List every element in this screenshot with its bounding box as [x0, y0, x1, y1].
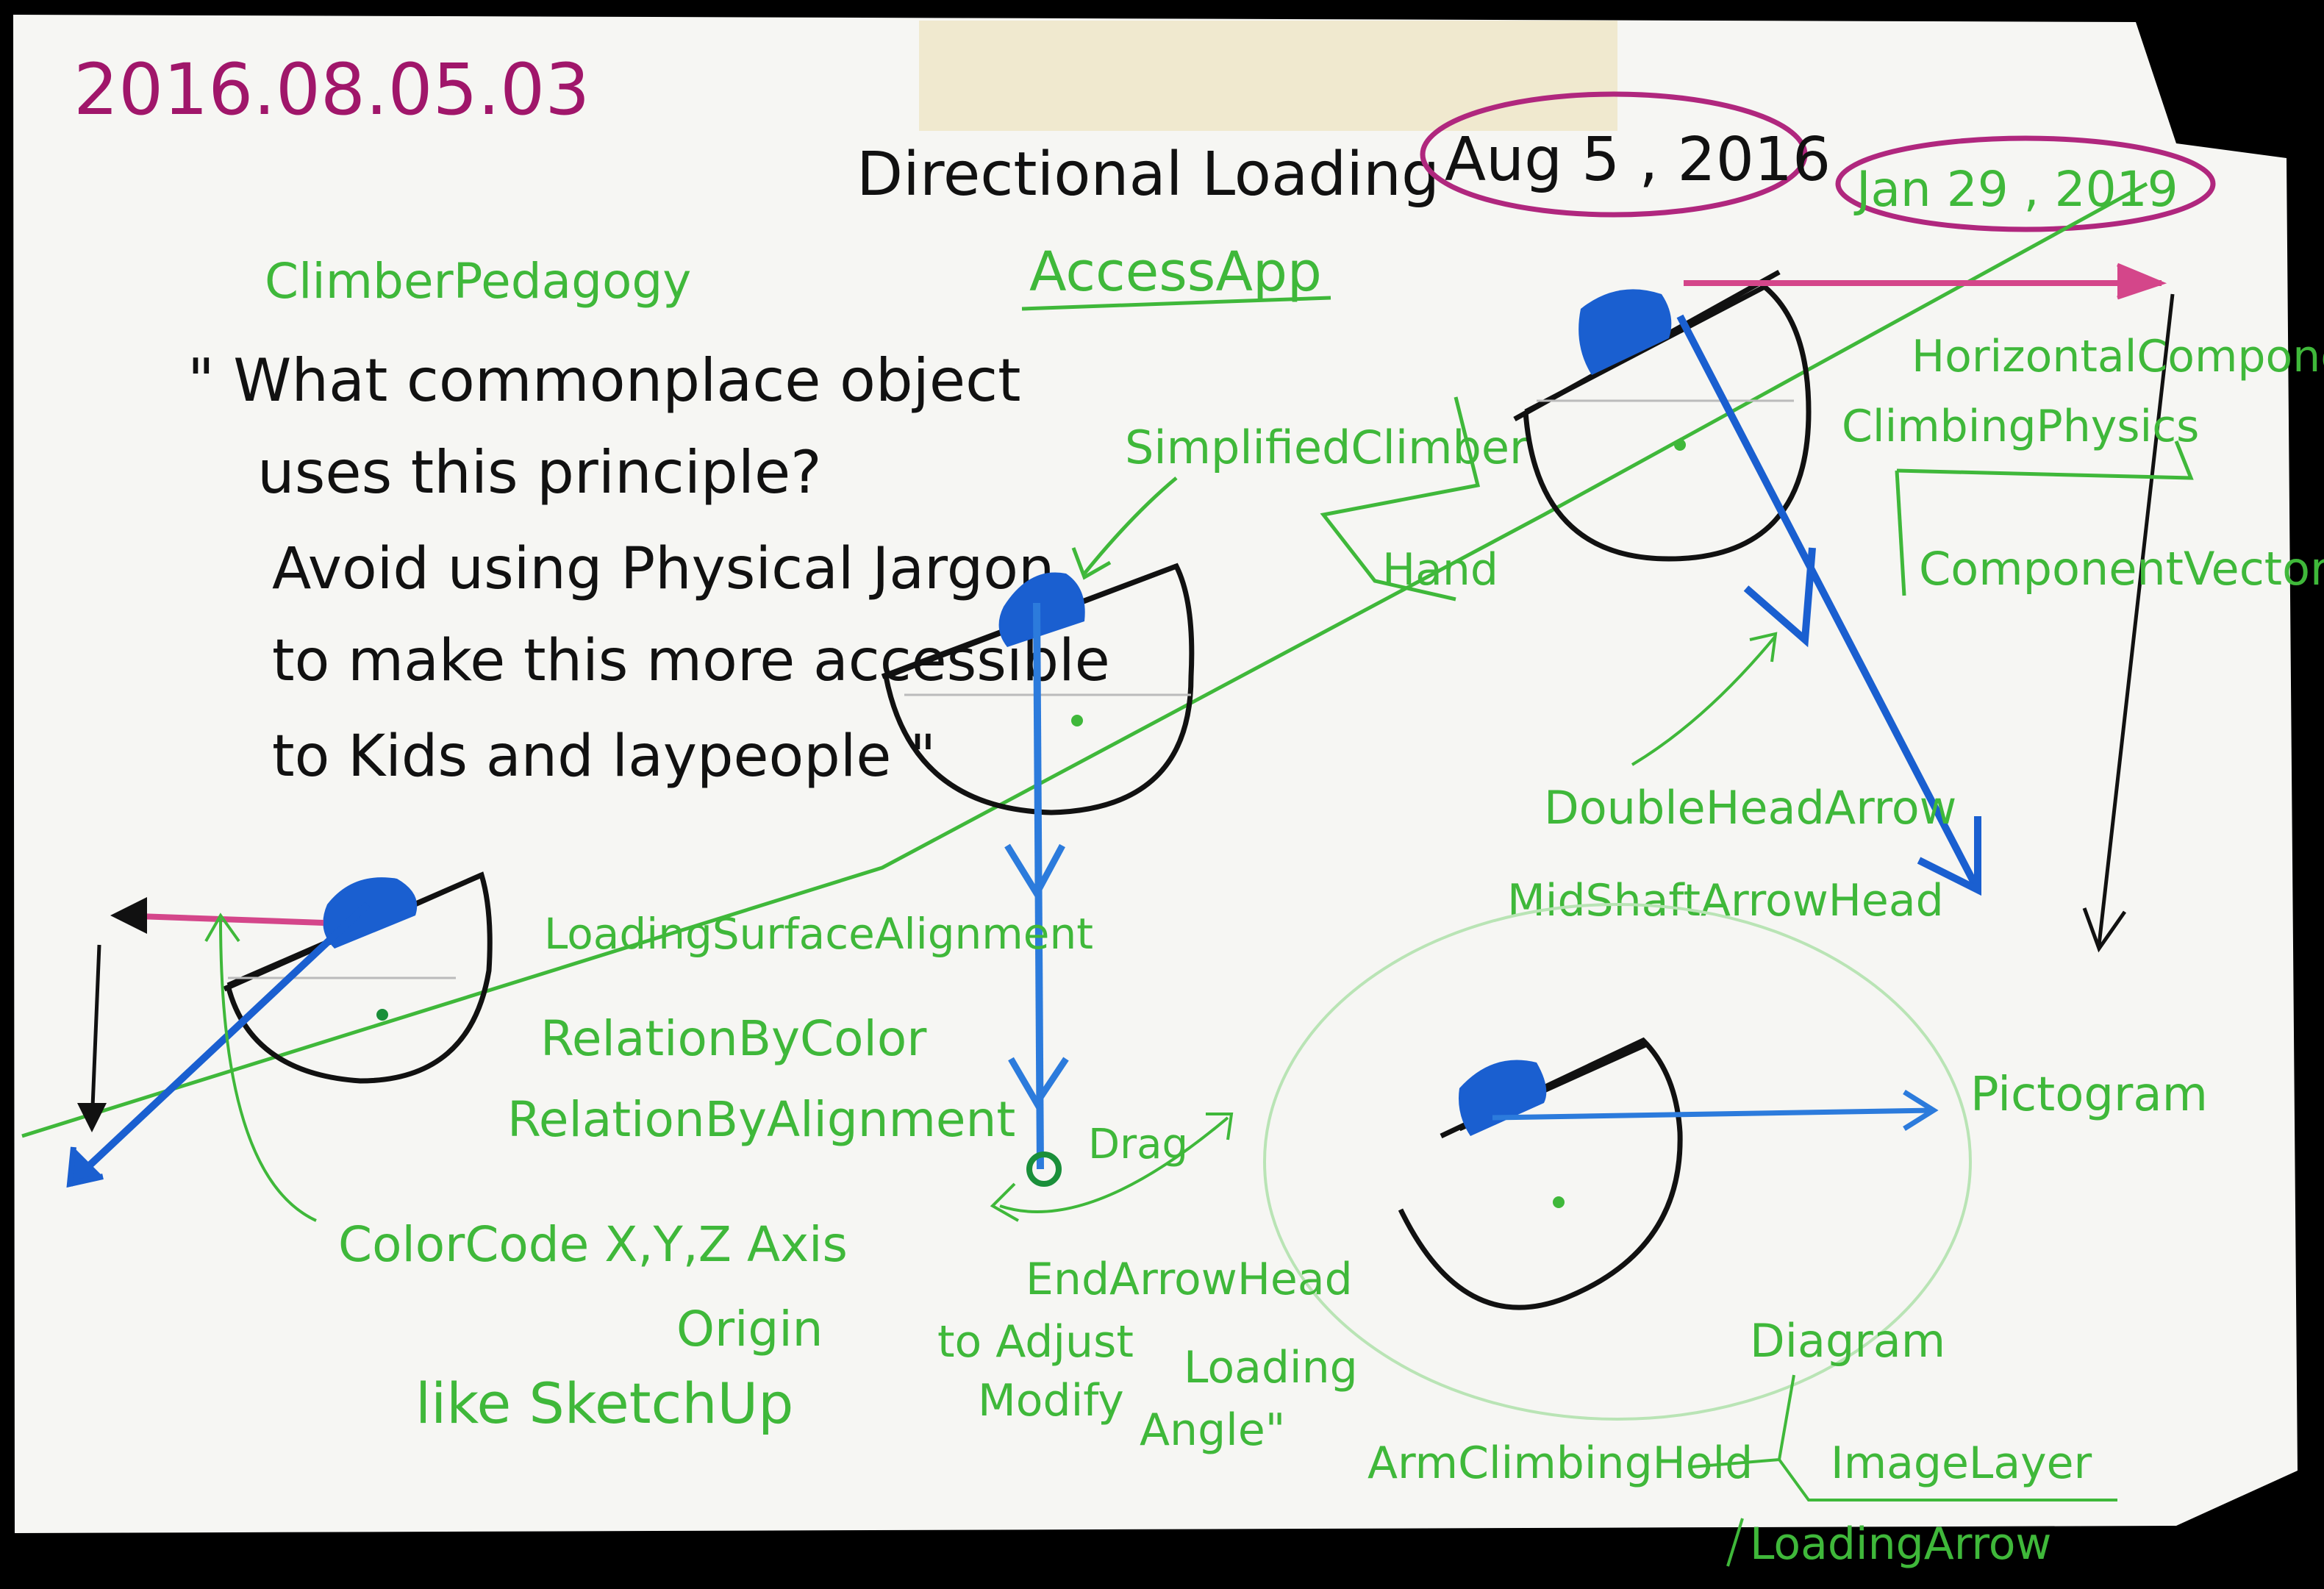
double-head-arrow-label: DoubleHeadArrow: [1544, 781, 1956, 835]
loading-surface-pointer: [219, 918, 317, 1222]
mid-shaft-arrowhead-label: MidShaftArrowHead: [1507, 875, 1944, 926]
climber-left-center-dot: [376, 1009, 388, 1021]
climber-center-dot: [1674, 439, 1686, 451]
drag-curve-arrow: [999, 1116, 1229, 1213]
simplified-climber-bracket: [1320, 396, 1481, 601]
drag-curve-arrowhead: [1206, 1113, 1234, 1140]
image-layer-label: ImageLayer: [1831, 1438, 2092, 1489]
quote-line-1: " What commonplace object: [187, 346, 1020, 415]
modify-label: Modify: [978, 1375, 1124, 1426]
diagram-label: Diagram: [1750, 1314, 1945, 1368]
climber-vertical-hand: [998, 572, 1085, 647]
date-circle: [1420, 91, 1808, 218]
quote-line-2: uses this principle?: [257, 438, 822, 507]
drag-label: Drag: [1088, 1121, 1188, 1168]
vertical-component-arrow: [2097, 293, 2175, 946]
loading-arrow-bracket: [1726, 1518, 1744, 1567]
loading-surface-pointer-tip: [204, 913, 240, 943]
arm-climbing-hold-label: ArmClimbingHold: [1367, 1438, 1753, 1489]
climber-vertical: [881, 563, 1195, 1187]
id-code: 2016.08.05.03: [74, 49, 590, 131]
diagram-bracket: [1690, 1374, 2117, 1501]
climber-hand: [1578, 289, 1672, 375]
access-app-label: AccessApp: [1029, 240, 1322, 304]
pictogram-hand: [1459, 1060, 1547, 1136]
to-adjust-label: to Adjust: [937, 1316, 1134, 1368]
loading-arrow-label: LoadingArrow: [1750, 1518, 2052, 1570]
hand-label: Hand: [1382, 544, 1498, 596]
left-end-arrowhead: [66, 1146, 104, 1188]
climber-pedagogy-label: ClimberPedagogy: [265, 253, 691, 310]
origin-label: Origin: [676, 1301, 823, 1357]
vertical-component-arrowhead: [2082, 907, 2127, 953]
date-text: Aug 5 , 2016: [1445, 125, 1831, 195]
drag-left-arrowhead: [990, 1182, 1019, 1222]
quote-line-3: Avoid using Physical Jargon: [272, 536, 1054, 602]
climber-diagonal: [1513, 263, 2175, 953]
loading-surface-alignment-label: LoadingSurfaceAlignment: [544, 909, 1093, 959]
pictogram-climber: [1398, 1037, 1939, 1310]
climber-vertical-body: [883, 563, 1195, 815]
revision-date-text: Jan 29 , 2019: [1853, 161, 2178, 218]
alignment-line: [21, 182, 2148, 1138]
left-vertical-arrowhead: [77, 1103, 107, 1132]
pictogram-body: [1398, 1037, 1683, 1310]
quote-line-5: to Kids and laypeople ": [272, 724, 936, 790]
relation-by-color-label: RelationByColor: [540, 1010, 927, 1067]
left-vertical-component: [90, 944, 101, 1126]
pictogram-label: Pictogram: [1970, 1068, 2208, 1122]
climber-left-body: [225, 871, 493, 1084]
component-vector-bracket: [1895, 470, 1906, 596]
masking-tape: [919, 21, 1617, 131]
like-sketchup-label: like SketchUp: [415, 1371, 793, 1436]
relation-by-alignment-label: RelationByAlignment: [507, 1091, 1015, 1148]
loading-arrow-diagonal: [1676, 314, 1981, 892]
end-arrowhead-label: EndArrowHead: [1026, 1254, 1353, 1305]
loading-label: Loading: [1184, 1342, 1358, 1393]
climber-vertical-center-dot: [1071, 715, 1083, 726]
loading-arrow-left: [67, 901, 371, 1187]
double-head-arrow-pointer: [1631, 635, 1777, 766]
simplified-climber-arrowhead: [1071, 547, 1112, 580]
climber-body: [1523, 283, 1812, 562]
color-code-label: ColorCode X,Y,Z Axis: [338, 1216, 848, 1273]
component-vector-label: ComponentVector: [1919, 542, 2324, 596]
drag-handle: [1026, 1151, 1062, 1187]
horizontal-component-label: HorizontalComponent: [1912, 331, 2324, 382]
access-app-underline: [1021, 296, 1331, 311]
page-title: Directional Loading: [857, 140, 1440, 210]
pictogram-horizontal-arrow: [1492, 1107, 1934, 1121]
horizontal-component-arrowhead: [2117, 263, 2167, 300]
quote-line-4: to make this more accessible: [272, 628, 1110, 694]
pictogram-arrowhead: [1903, 1090, 1939, 1131]
climber-left-hand: [323, 877, 418, 949]
double-head-arrow-pointer-tip: [1749, 632, 1778, 663]
angle-label: Angle": [1140, 1404, 1285, 1456]
pictogram-outline: [1263, 903, 1972, 1421]
climbing-physics-label: ClimbingPhysics: [1842, 401, 2199, 452]
diagonal-end-arrowhead: [1917, 816, 1981, 896]
left-horizontal-arrowhead: [110, 897, 147, 934]
vertical-end-arrowhead: [1008, 1057, 1069, 1110]
pictogram-center-dot: [1553, 1196, 1565, 1208]
climbing-physics-bracket: [1896, 440, 2194, 480]
simplified-climber-arrow: [1083, 476, 1178, 575]
diagonal-midshaft-arrowhead: [1743, 547, 1816, 648]
vertical-midshaft-arrowhead: [1004, 843, 1065, 901]
revision-date-circle: [1835, 135, 2216, 232]
simplified-climber-label: SimplifiedClimber: [1125, 421, 1529, 474]
